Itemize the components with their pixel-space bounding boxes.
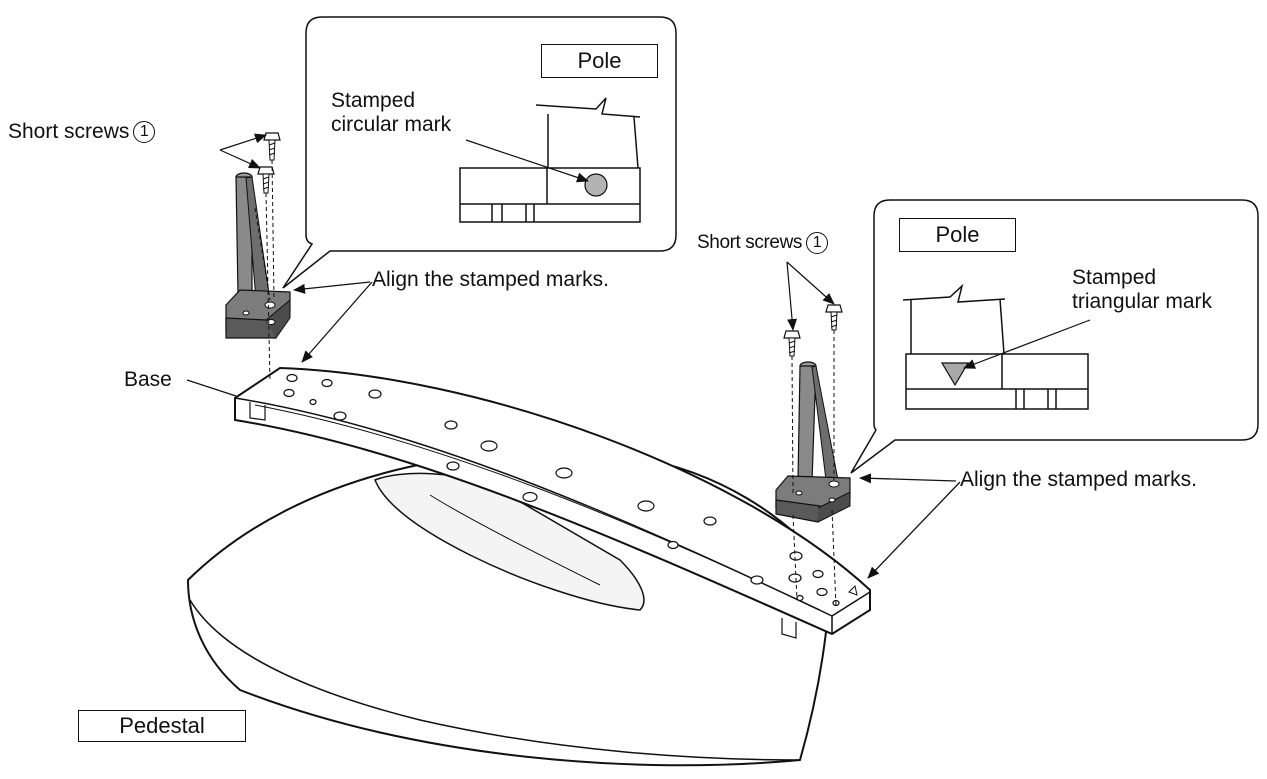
screw-number-left: 1 [133, 121, 156, 144]
callout-right-mark-label: Stamped triangular mark [1072, 266, 1212, 313]
callout-right-mark-line1: Stamped [1072, 266, 1157, 289]
pedestal-label: Pedestal [78, 710, 246, 742]
callout-left-mark-line1: Stamped [331, 89, 416, 112]
screw-number-right: 1 [806, 232, 829, 254]
base-label: Base [124, 368, 172, 391]
callout-right-frame [850, 199, 1259, 474]
short-screws-right-text: Short screws [697, 232, 803, 254]
short-screws-left-text: Short screws [8, 120, 130, 143]
callout-left-part-label: Pole [541, 44, 658, 78]
right-screws [783, 304, 843, 357]
left-screws [257, 132, 281, 194]
callout-left-mark-label: Stamped circular mark [331, 89, 451, 136]
callout-left-frame [282, 16, 677, 289]
align-marks-left-label: Align the stamped marks. [372, 268, 609, 291]
base-plate [234, 366, 871, 639]
align-marks-right-label: Align the stamped marks. [960, 468, 1197, 491]
callout-right-mark-line2: triangular mark [1072, 289, 1213, 313]
callout-right-part-label: Pole [899, 218, 1016, 252]
right-pole [775, 361, 851, 523]
callout-left-mark-line2: circular mark [331, 112, 452, 136]
left-pole [225, 172, 291, 339]
